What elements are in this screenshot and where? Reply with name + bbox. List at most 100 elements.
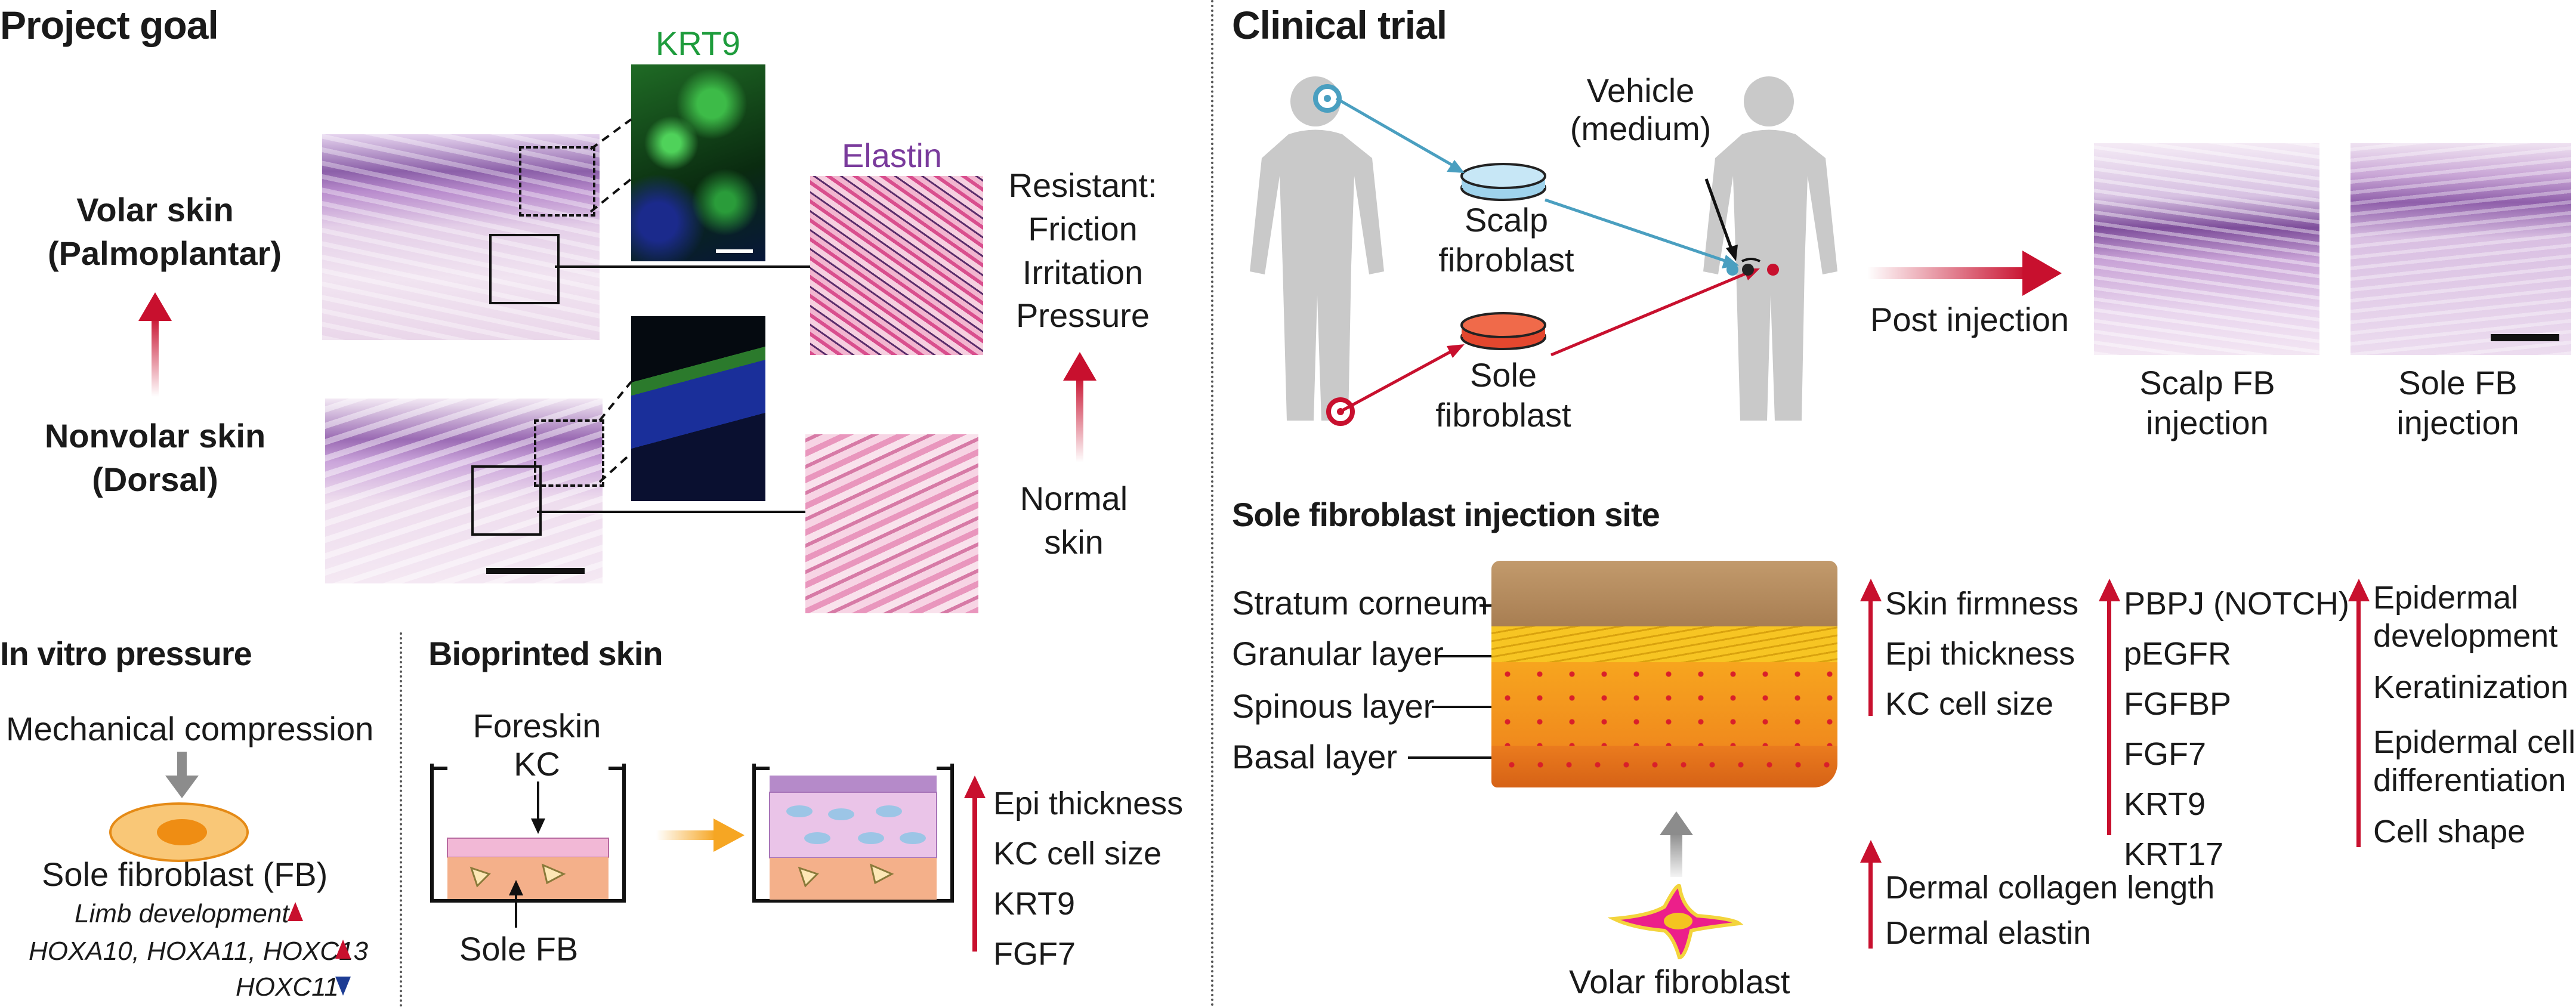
fb-up-arrow <box>509 880 523 928</box>
bioprinted-title: Bioprinted skin <box>428 635 663 672</box>
nonvolar-skin-label: Nonvolar skin (Dorsal) <box>44 417 266 498</box>
col2-arrowhead <box>2099 579 2120 601</box>
vertical-divider-main <box>1211 0 1213 1007</box>
col2-item: PBPJ (NOTCH) <box>2124 586 2349 622</box>
krt9-volar-image <box>631 64 765 261</box>
vehicle-label: Vehicle (medium) <box>1570 72 1712 148</box>
col2-item: pEGFR <box>2124 636 2232 672</box>
scalp-injection-label: Scalp FB injection <box>2139 364 2275 442</box>
scalp-fibroblast-label: Scalp fibroblast <box>1438 201 1574 279</box>
col3-item: Epidermal development <box>2373 580 2558 654</box>
bioprinted-result-item: KRT9 <box>993 886 1076 922</box>
fibroblast-cell-icon <box>109 802 249 862</box>
well-before <box>430 764 626 903</box>
dermal-arrowhead <box>1860 840 1882 863</box>
bioprinted-result-item: FGF7 <box>993 936 1076 972</box>
limb-development-label: Limb development <box>75 899 289 928</box>
scale-bar <box>486 568 585 574</box>
dermal-results: Dermal collagen length Dermal elastin <box>1885 865 2214 956</box>
hox-up-triangle <box>335 940 351 959</box>
hoxc11-down-triangle <box>335 977 351 996</box>
granular-layer <box>1491 626 1837 662</box>
post-injection-arrow <box>1867 251 2062 296</box>
sole-sample-icon <box>1326 397 1355 426</box>
post-injection-label: Post injection <box>1870 301 2070 338</box>
nonvolar-zoom-box-dashed <box>534 419 604 487</box>
layer-label-stratum: Stratum corneum <box>1232 584 1488 622</box>
nonvolar-he-image <box>325 399 603 583</box>
clinical-trial-title: Clinical trial <box>1232 3 1447 47</box>
col1-item: Skin firmness <box>1885 586 2079 622</box>
bioprinted-red-arrowhead <box>964 776 986 798</box>
scalp-fb-histology <box>2094 143 2319 355</box>
resistant-label: Resistant: Friction Irritation Pressure <box>1008 166 1157 335</box>
col1-arrowhead <box>1860 579 1882 601</box>
elastin-volar-image <box>810 176 983 355</box>
mechanical-compression-label: Mechanical compression <box>6 710 374 747</box>
injection-site-dots <box>1726 258 1779 276</box>
col2-item: KRT9 <box>2124 786 2206 822</box>
dermal-item: Dermal collagen length <box>1885 870 2215 906</box>
bioprinted-red-bar <box>972 790 977 952</box>
volar-zoom-box-dashed <box>519 146 595 217</box>
volar-fibroblast-icon <box>1608 884 1744 960</box>
sole-fibroblast-label-clinical: Sole fibroblast <box>1435 356 1571 434</box>
elastin-nonvolar-image <box>805 434 978 613</box>
injection-site-title: Sole fibroblast injection site <box>1232 496 1660 533</box>
col2-results: PBPJ (NOTCH) pEGFR FGFBP FGF7 KRT9 KRT17 <box>2124 579 2349 879</box>
sole-fb-label: Sole FB <box>459 930 579 968</box>
elastin-label: Elastin <box>841 137 943 174</box>
sole-injection-label: Sole FB injection <box>2396 364 2519 442</box>
dermal-red-bar <box>1868 859 1873 949</box>
col3-results: Epidermal development Keratinization Epi… <box>2373 579 2575 851</box>
col1-results: Skin firmness Epi thickness KC cell size <box>1885 579 2078 729</box>
col2-item: FGFBP <box>2124 686 2232 722</box>
col3-item: Keratinization <box>2373 669 2569 705</box>
krt9-scale-bar <box>716 249 753 253</box>
connector-lines <box>555 118 810 483</box>
gray-up-arrow <box>1660 811 1693 877</box>
hoxc11-label: HOXC11 <box>236 972 339 1002</box>
layer-label-basal: Basal layer <box>1232 738 1398 776</box>
gray-down-arrow <box>165 752 199 798</box>
project-goal-title: Project goal <box>0 3 219 47</box>
krt9-nonvolar-image <box>631 316 765 501</box>
col3-red-bar <box>2356 597 2361 847</box>
layer-label-granular: Granular layer <box>1232 635 1444 672</box>
kc-down-arrow <box>531 781 545 834</box>
col2-red-bar <box>2107 597 2111 835</box>
col2-item: KRT17 <box>2124 836 2224 872</box>
sole-fb-histology <box>2350 143 2571 355</box>
col1-red-bar <box>1868 597 1873 716</box>
volar-he-image <box>322 134 600 340</box>
nonvolar-zoom-box-solid <box>471 465 542 536</box>
bioprinted-result-item: Epi thickness <box>993 786 1184 821</box>
red-up-arrow-right <box>1063 352 1097 462</box>
col3-item: Epidermal cell differentiation <box>2373 724 2576 798</box>
col1-item: Epi thickness <box>1885 636 2075 672</box>
volar-zoom-box-solid <box>489 234 560 304</box>
hox-up-label: HOXA10, HOXA11, HOXC13 <box>29 937 368 966</box>
in-vitro-title: In vitro pressure <box>0 635 252 672</box>
col3-item: Cell shape <box>2373 814 2526 850</box>
col3-arrowhead <box>2348 579 2370 601</box>
normal-skin-label: Normal skin <box>1020 480 1128 561</box>
limb-up-triangle <box>288 902 303 921</box>
volar-skin-label: Volar skin (Palmoplantar) <box>48 191 282 272</box>
col2-item: FGF7 <box>2124 736 2207 772</box>
human-figure-right <box>1703 76 1837 421</box>
nonvolar-connector-line <box>537 511 805 513</box>
foreskin-kc-label: Foreskin KC <box>472 707 601 783</box>
red-up-arrow-left <box>138 292 172 397</box>
col1-item: KC cell size <box>1885 686 2054 722</box>
basal-layer <box>1491 746 1837 787</box>
sole-fibroblast-label: Sole fibroblast (FB) <box>42 855 328 893</box>
scalp-dish-icon <box>1460 163 1546 201</box>
bioprinted-result-item: KC cell size <box>993 836 1162 872</box>
spinous-layer <box>1491 662 1837 746</box>
dermal-item: Dermal elastin <box>1885 915 2092 951</box>
well-after <box>752 764 954 903</box>
bioprinted-results: Epi thickness KC cell size KRT9 FGF7 <box>993 779 1183 979</box>
histology-scale-bar <box>2491 334 2559 341</box>
orange-right-arrow <box>656 818 745 852</box>
